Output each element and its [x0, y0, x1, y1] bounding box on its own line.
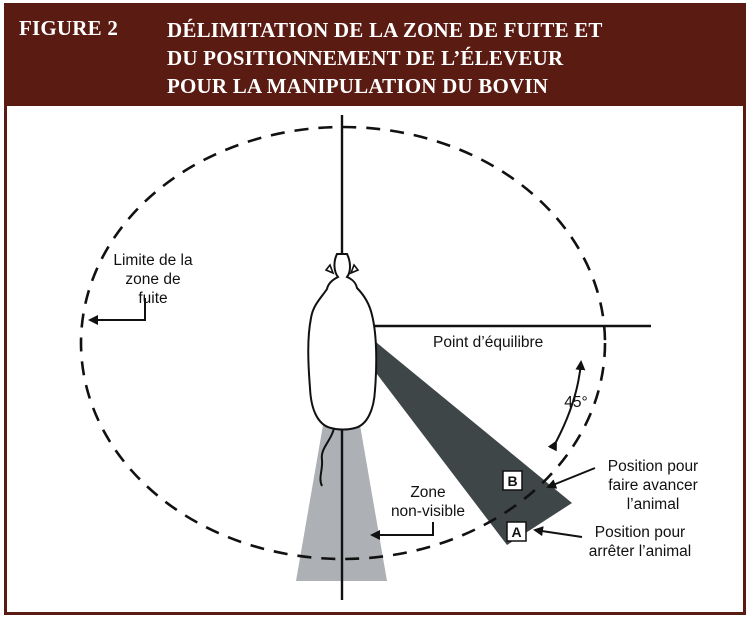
position-forward-arrow [546, 467, 596, 489]
non-visible-zone-arrow [370, 522, 434, 540]
cow-icon [307, 253, 378, 487]
figure-header: FIGURE 2 DÉLIMITATION DE LA ZONE DE FUIT… [7, 6, 743, 106]
marker-b: B [502, 470, 523, 491]
marker-a-label: A [511, 524, 521, 540]
figure-label: FIGURE 2 [19, 16, 119, 40]
non-visible-zone-label-line: non-visible [391, 503, 465, 520]
position-stop-label-line: Position pour [595, 524, 685, 541]
flight-zone-limit-label-line: fuite [138, 290, 167, 307]
position-stop-arrow [533, 526, 583, 538]
position-forward-label-line: Position pour [608, 458, 698, 475]
marker-b-label: B [507, 473, 517, 489]
figure-title-line: POUR LA MANIPULATION DU BOVIN [167, 74, 549, 98]
non-visible-zone-label-line: Zone [410, 484, 445, 501]
angle-arc [547, 360, 586, 452]
figure-title-line: DÉLIMITATION DE LA ZONE DE FUITE ET [167, 18, 603, 42]
marker-a: A [506, 521, 527, 542]
flight-zone-limit-label-line: Limite de la [113, 252, 193, 269]
angle-label: 45° [564, 394, 587, 411]
balance-point-label: Point d’équilibre [433, 334, 543, 351]
flight-zone-limit-arrow [88, 298, 146, 325]
figure-title-line: DU POSITIONNEMENT DE L’ÉLEVEUR [167, 46, 564, 70]
handler-position-wedge [364, 338, 572, 545]
position-forward-label-line: faire avancer [608, 477, 698, 494]
figure-title: DÉLIMITATION DE LA ZONE DE FUITE ET DU P… [167, 16, 603, 100]
flight-zone-limit-label-line: zone de [125, 271, 180, 288]
position-forward-label-line: l’animal [627, 496, 680, 513]
position-stop-label-line: arrêter l’animal [589, 543, 692, 560]
